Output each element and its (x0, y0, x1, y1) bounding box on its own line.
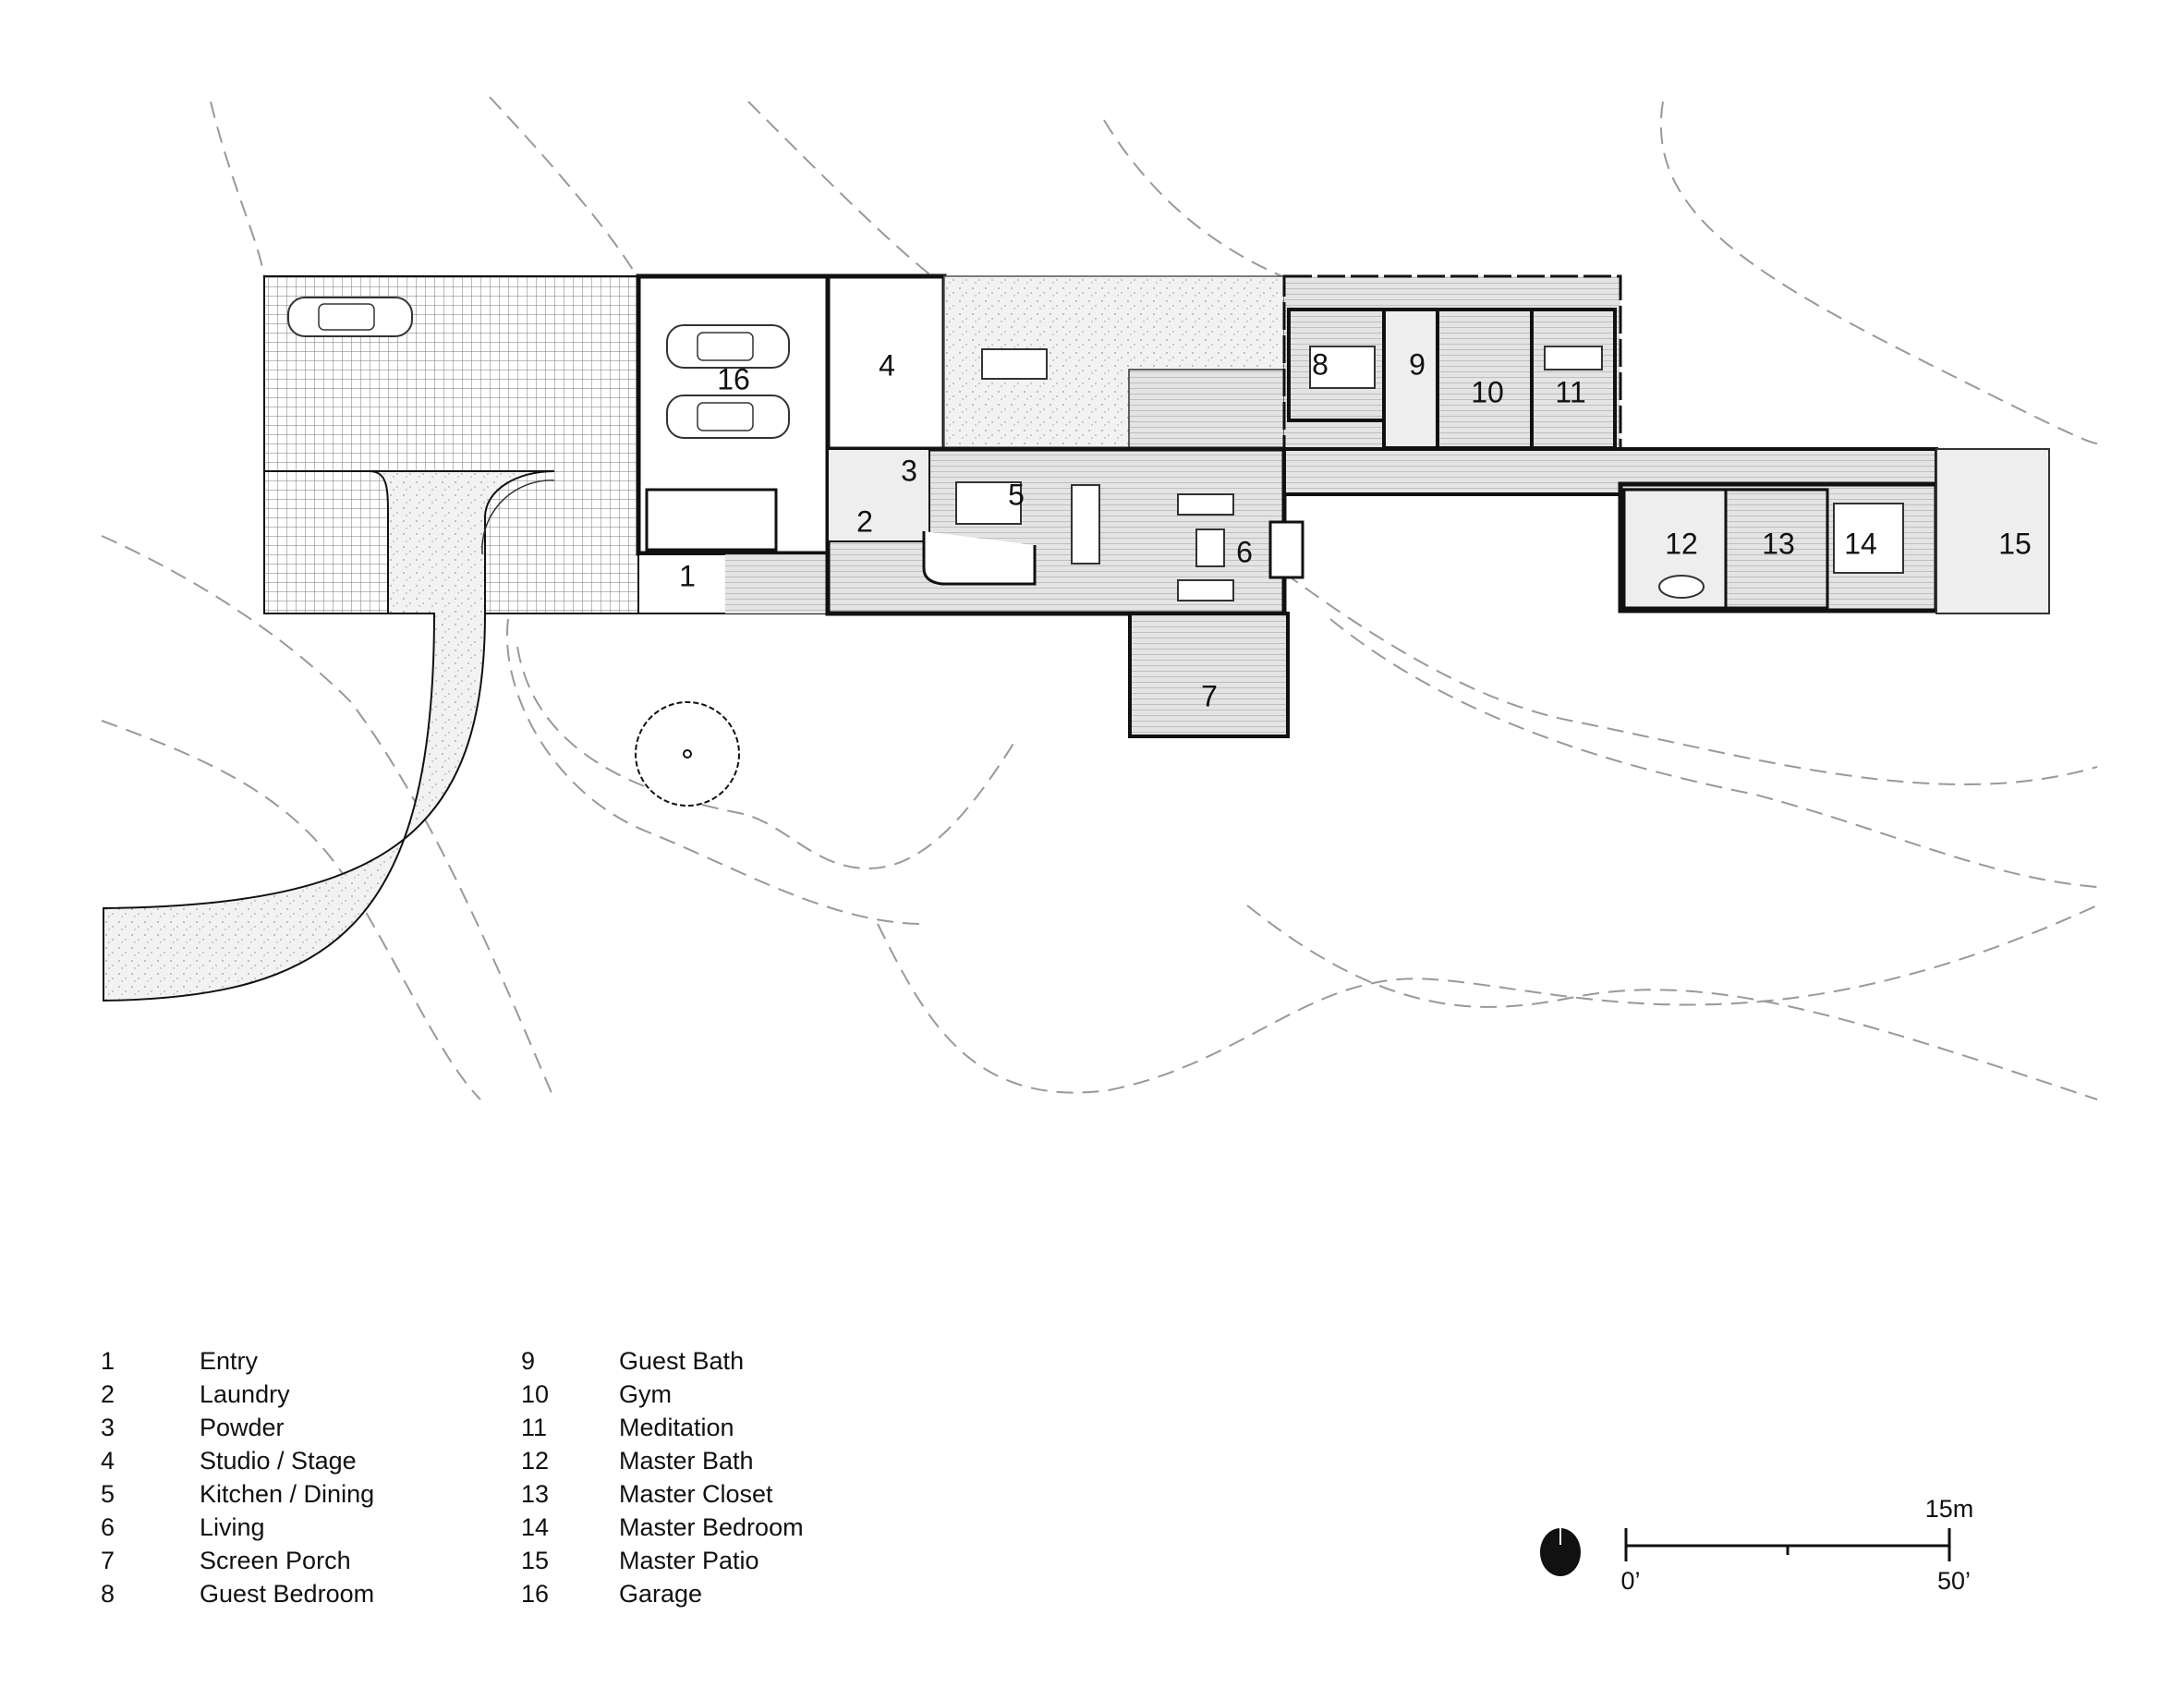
scale-metric-label: 15m (1925, 1495, 1974, 1523)
topography-contours (101, 96, 2098, 1100)
room-number: 15 (1998, 527, 2032, 560)
legend-number: 12 (521, 1447, 549, 1475)
legend-number: 10 (521, 1380, 549, 1408)
legend-number: 15 (521, 1547, 549, 1574)
screen-porch (1128, 612, 1290, 738)
room-legend: 1 Entry 2 Laundry 3 Powder 4 Studio / St… (101, 1347, 804, 1608)
scale-bar: 0’ 50’ 15m (1620, 1495, 1973, 1595)
legend-number: 1 (101, 1347, 115, 1375)
room-number: 14 (1844, 527, 1877, 560)
legend-name: Guest Bath (619, 1347, 744, 1375)
legend-name: Screen Porch (200, 1547, 351, 1574)
motor-court-paving (263, 275, 639, 614)
legend-name: Master Patio (619, 1547, 759, 1574)
legend-number: 14 (521, 1513, 549, 1541)
kitchen-island-icon (955, 481, 1022, 525)
legend-name: Master Bedroom (619, 1513, 804, 1541)
room-number: 3 (901, 454, 917, 487)
legend-number: 5 (101, 1480, 115, 1508)
legend-name: Meditation (619, 1414, 734, 1441)
legend-number: 11 (521, 1414, 547, 1441)
scale-start-label: 0’ (1620, 1567, 1640, 1595)
legend-name: Gym (619, 1380, 672, 1408)
north-arrow-icon (1540, 1528, 1581, 1576)
legend-name: Kitchen / Dining (200, 1480, 374, 1508)
legend-name: Master Closet (619, 1480, 773, 1508)
room-number: 2 (856, 504, 873, 538)
legend-number: 16 (521, 1580, 549, 1608)
legend-name: Laundry (200, 1380, 290, 1408)
legend-number: 7 (101, 1547, 115, 1574)
tree-icon (635, 701, 740, 807)
dining-table-icon (1071, 484, 1100, 565)
room-labels: 1 2 3 4 5 6 7 8 9 10 11 12 13 14 15 16 (679, 347, 2032, 712)
sofa-icon (1177, 579, 1234, 601)
room-number: 8 (1312, 347, 1329, 381)
car-icon (666, 395, 790, 439)
fireplace-icon (1268, 520, 1304, 579)
guest-bed-icon (1309, 346, 1376, 389)
master-patio (1935, 448, 2050, 614)
scale-end-label: 50’ (1937, 1567, 1971, 1595)
legend-number: 13 (521, 1480, 549, 1508)
legend-number: 9 (521, 1347, 535, 1375)
legend-name: Living (200, 1513, 265, 1541)
legend-name: Studio / Stage (200, 1447, 357, 1475)
legend-name: Garage (619, 1580, 702, 1608)
room-number: 7 (1201, 679, 1218, 712)
room-number: 16 (717, 362, 750, 395)
car-icon (287, 297, 413, 337)
room-number: 5 (1008, 478, 1025, 511)
room-number: 11 (1555, 375, 1585, 408)
room-number: 6 (1236, 535, 1253, 568)
room-number: 4 (879, 348, 895, 382)
coffee-table-icon (1195, 528, 1225, 567)
legend-name: Master Bath (619, 1447, 754, 1475)
patio-table-icon (981, 348, 1048, 380)
room-number: 9 (1409, 347, 1426, 381)
legend-number: 4 (101, 1447, 115, 1475)
room-number: 12 (1665, 527, 1698, 560)
legend-number: 8 (101, 1580, 115, 1608)
master-bed-icon (1833, 503, 1904, 574)
room-number: 13 (1762, 527, 1795, 560)
legend-number: 2 (101, 1380, 115, 1408)
legend-name: Entry (200, 1347, 259, 1375)
car-icon (666, 324, 790, 369)
legend-number: 3 (101, 1414, 115, 1441)
room-number: 1 (679, 559, 696, 592)
room-number: 10 (1471, 375, 1504, 408)
legend-name: Powder (200, 1414, 285, 1441)
legend-name: Guest Bedroom (200, 1580, 374, 1608)
legend-number: 6 (101, 1513, 115, 1541)
sofa-icon (1177, 493, 1234, 516)
bathtub-icon (1658, 575, 1705, 599)
